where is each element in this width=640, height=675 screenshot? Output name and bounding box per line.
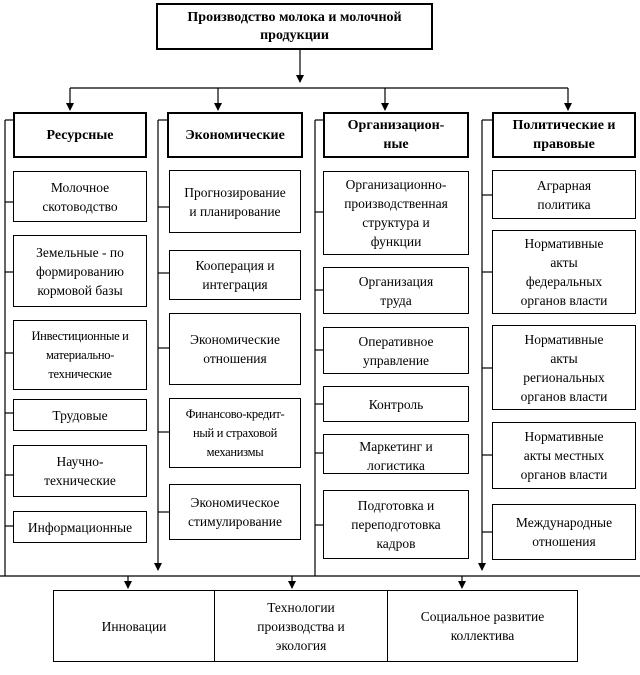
item-cooperation-integration: Кооперация и интеграция [169,250,301,300]
item-labor-organization: Организация труда [323,267,469,314]
item-land-resources: Земельные - по формированию кормовой баз… [13,235,147,307]
item-agrarian-policy: Аграрная политика [492,170,636,219]
item-informational: Информационные [13,511,147,543]
outcomes-row: Инновации Технологии производства и экол… [53,590,578,662]
item-dairy-farming: Молочное скотоводство [13,171,147,222]
item-finance-credit-insurance: Финансово-кредит- ный и страховой механи… [169,398,301,468]
category-economic: Экономические [167,112,303,158]
item-labor: Трудовые [13,399,147,431]
category-political-legal: Политические и правовые [492,112,636,158]
item-international-relations: Международные отношения [492,504,636,560]
item-operational-management: Оперативное управление [323,327,469,374]
outcome-social-development: Социальное развитие коллектива [420,609,545,643]
item-federal-regulations: Нормативные акты федеральных органов вла… [492,230,636,314]
diagram-title: Производство молока и молочной продукции [156,3,433,50]
item-economic-stimulation: Экономическое стимулирование [169,484,301,540]
item-scientific-technical: Научно- технические [13,445,147,497]
item-local-regulations: Нормативные акты местных органов власти [492,422,636,489]
item-control: Контроль [323,386,469,422]
category-organizational: Организацион- ные [323,112,469,158]
outcome-innovation: Инновации [54,591,215,661]
outcome-production-technology-ecology: Технологии производства и экология [215,591,388,661]
category-resources: Ресурсные [13,112,147,158]
item-regional-regulations: Нормативные акты региональных органов вл… [492,325,636,410]
item-forecasting-planning: Прогнозирование и планирование [169,170,301,233]
item-investment-material: Инвестиционные и материально- технически… [13,320,147,390]
item-staff-training: Подготовка и переподготовка кадров [323,490,469,559]
item-economic-relations: Экономические отношения [169,313,301,385]
item-org-production-structure: Организационно- производственная структу… [323,171,469,255]
item-marketing-logistics: Маркетинг и логистика [323,434,469,474]
